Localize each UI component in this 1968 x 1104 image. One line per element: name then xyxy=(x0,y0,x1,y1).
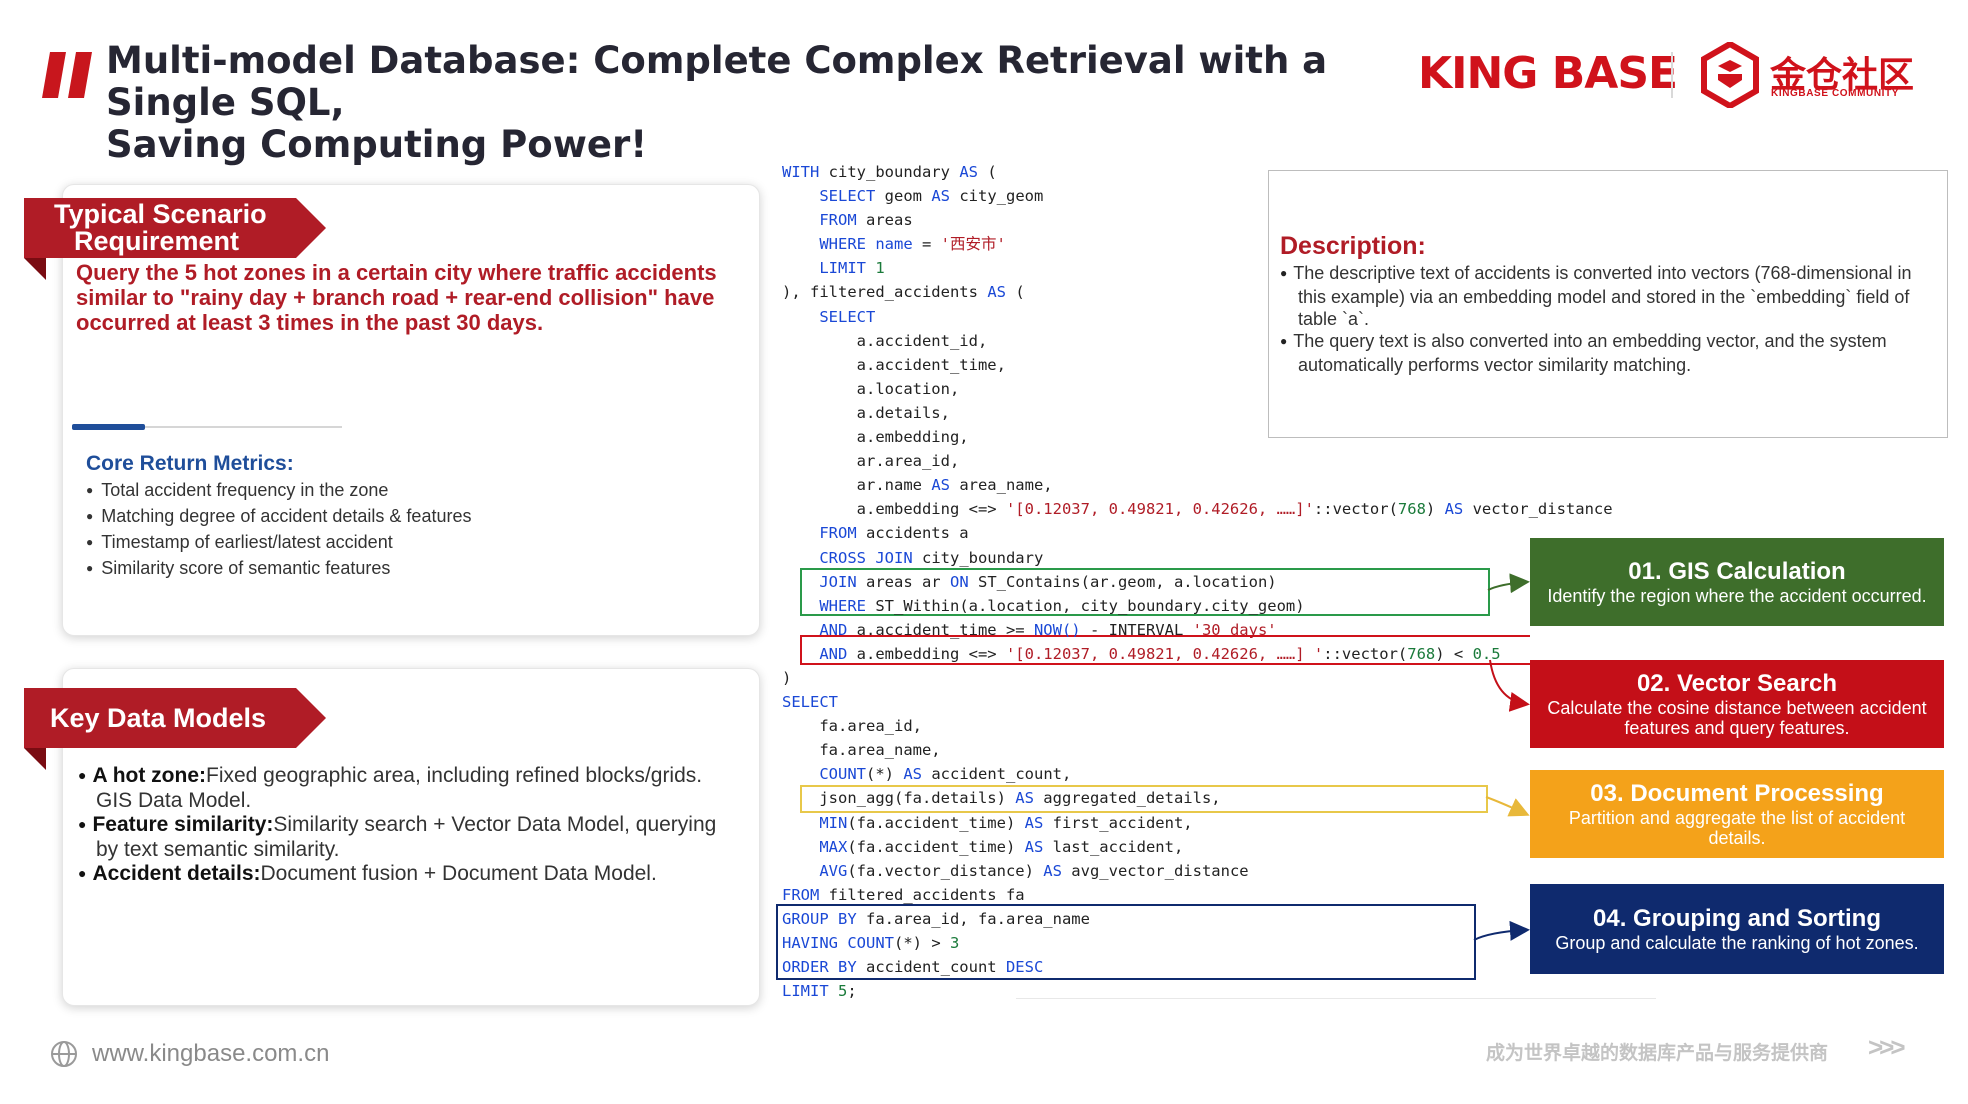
brand-cn-name: 金仓社区 xyxy=(1770,55,1915,96)
progress-fill xyxy=(72,424,145,430)
description-item: The query text is also converted into an… xyxy=(1280,330,1938,376)
code-line: WHERE ST_Within(a.location, city_boundar… xyxy=(819,596,1305,615)
code-line: FROM accidents a xyxy=(819,524,969,543)
chevron-right-icon: >>> xyxy=(1868,1032,1906,1062)
footer-divider xyxy=(1016,998,1656,999)
code-line: SELECT geom AS city_geom xyxy=(819,187,1044,206)
metrics-list: Total accident frequency in the zone Mat… xyxy=(86,478,471,582)
code-line: ) xyxy=(782,668,792,687)
code-line: JOIN areas ar ON ST_Contains(ar.geom, a.… xyxy=(819,572,1277,591)
models-list: A hot zone:Fixed geographic area, includ… xyxy=(78,764,718,887)
vector-highlight-box xyxy=(800,635,1530,665)
code-line: ORDER BY accident_count DESC xyxy=(782,958,1044,977)
model-desc: Similarity search + Vector Data Model, q… xyxy=(96,813,717,861)
model-desc: Document fusion + Document Data Model. xyxy=(260,862,657,885)
code-line: json_agg(fa.details) AS aggregated_detai… xyxy=(819,789,1221,808)
scenario-requirement: Query the 5 hot zones in a certain city … xyxy=(76,260,717,335)
code-line: FROM areas xyxy=(819,211,913,230)
code-line: SELECT xyxy=(819,307,876,326)
code-line: AND a.embedding <=> '[0.12037, 0.49821, … xyxy=(819,644,1501,663)
code-line: AVG(fa.vector_distance) AS avg_vector_di… xyxy=(819,861,1249,880)
sql-code-block: WITH city_boundary AS ( SELECT geom AS c… xyxy=(782,160,1662,1003)
code-line: a.embedding, xyxy=(856,428,969,447)
step-title: 03. Document Processing xyxy=(1590,780,1884,807)
code-line: LIMIT 1 xyxy=(819,259,885,278)
model-desc: Fixed geographic area, including refined… xyxy=(96,764,703,812)
page-title-line2: Saving Computing Power! xyxy=(106,123,648,166)
code-line: a.accident_time, xyxy=(856,355,1006,374)
code-line: ar.area_id, xyxy=(856,452,960,471)
step-desc: Group and calculate the ranking of hot z… xyxy=(1555,933,1919,953)
step-desc: Calculate the cosine distance between ac… xyxy=(1547,698,1927,738)
metric-item: Timestamp of earliest/latest accident xyxy=(86,530,471,556)
title-accent-icon xyxy=(42,52,92,98)
model-term: A hot zone: xyxy=(92,764,206,787)
step-gis-calculation: 01. GIS Calculation Identify the region … xyxy=(1530,538,1944,626)
code-line: MIN(fa.accident_time) AS first_accident, xyxy=(819,813,1193,832)
code-line: fa.area_name, xyxy=(819,741,941,760)
code-line: a.embedding <=> '[0.12037, 0.49821, 0.42… xyxy=(856,500,1613,519)
step-desc: Partition and aggregate the list of acci… xyxy=(1568,808,1906,848)
footer-url[interactable]: www.kingbase.com.cn xyxy=(92,1040,330,1067)
model-item: Accident details:Document fusion + Docum… xyxy=(78,862,718,887)
description-item: The descriptive text of accidents is con… xyxy=(1280,262,1938,330)
models-ribbon: Key Data Models xyxy=(24,688,326,770)
description-title: Description: xyxy=(1280,232,1426,260)
kingbase-community-logo-icon xyxy=(1701,42,1759,108)
metric-item: Total accident frequency in the zone xyxy=(86,478,471,504)
step-title: 02. Vector Search xyxy=(1636,670,1838,697)
model-item: Feature similarity:Similarity search + V… xyxy=(78,813,718,862)
metrics-title: Core Return Metrics: xyxy=(86,452,294,475)
code-line: WHERE name = '西安市' xyxy=(819,235,1006,254)
models-ribbon-label: Key Data Models xyxy=(50,702,267,733)
scenario-ribbon-line1: Typical Scenario xyxy=(54,199,267,229)
scenario-ribbon-line2: Requirement xyxy=(74,226,240,256)
code-line: CROSS JOIN city_boundary xyxy=(819,548,1044,567)
grouping-highlight-box xyxy=(776,904,1476,980)
code-line: a.accident_id, xyxy=(856,331,988,350)
page-title-line1: Multi-model Database: Complete Complex R… xyxy=(106,39,1328,124)
step-grouping-sorting: 04. Grouping and Sorting Group and calcu… xyxy=(1530,884,1944,974)
gis-highlight-box xyxy=(800,568,1490,616)
code-line: fa.area_id, xyxy=(819,717,922,736)
code-line: WITH city_boundary AS ( xyxy=(782,163,997,181)
brand-divider xyxy=(1671,52,1673,98)
step-title: 01. GIS Calculation xyxy=(1628,558,1846,585)
progress-track xyxy=(72,426,342,428)
code-line: FROM filtered_accidents fa xyxy=(782,885,1025,904)
code-line: MAX(fa.accident_time) AS last_accident, xyxy=(819,837,1184,856)
step-vector-search: 02. Vector Search Calculate the cosine d… xyxy=(1530,660,1944,748)
code-line: GROUP BY fa.area_id, fa.area_name xyxy=(782,909,1090,928)
step-title: 04. Grouping and Sorting xyxy=(1593,905,1881,932)
code-line: LIMIT 5; xyxy=(782,982,857,1001)
code-line: a.details, xyxy=(856,403,950,422)
code-line: HAVING COUNT(*) > 3 xyxy=(782,934,960,952)
kingbase-logo-text: KING BASE xyxy=(1418,48,1678,99)
page-title: Multi-model Database: Complete Complex R… xyxy=(106,40,1426,166)
scenario-ribbon: Typical Scenario Requirement xyxy=(24,198,326,280)
code-line: ar.name AS area_name, xyxy=(856,476,1053,495)
brand-en-name: KINGBASE COMMUNITY xyxy=(1771,88,1900,99)
metric-item: Matching degree of accident details & fe… xyxy=(86,504,471,530)
globe-icon xyxy=(51,1041,77,1067)
code-line: ), filtered_accidents AS ( xyxy=(782,283,1025,302)
description-list: The descriptive text of accidents is con… xyxy=(1280,262,1938,376)
model-item: A hot zone:Fixed geographic area, includ… xyxy=(78,764,718,813)
code-line: AND a.accident_time >= NOW() - INTERVAL … xyxy=(819,620,1277,639)
code-line: COUNT(*) AS accident_count, xyxy=(819,765,1072,784)
step-document-processing: 03. Document Processing Partition and ag… xyxy=(1530,770,1944,858)
metric-item: Similarity score of semantic features xyxy=(86,556,471,582)
code-line: SELECT xyxy=(782,693,838,712)
code-line: a.location, xyxy=(856,379,960,398)
step-desc: Identify the region where the accident o… xyxy=(1547,586,1927,606)
footer-slogan: 成为世界卓越的数据库产品与服务提供商 xyxy=(1486,1042,1829,1064)
model-term: Accident details: xyxy=(92,862,261,885)
model-term: Feature similarity: xyxy=(92,813,274,836)
